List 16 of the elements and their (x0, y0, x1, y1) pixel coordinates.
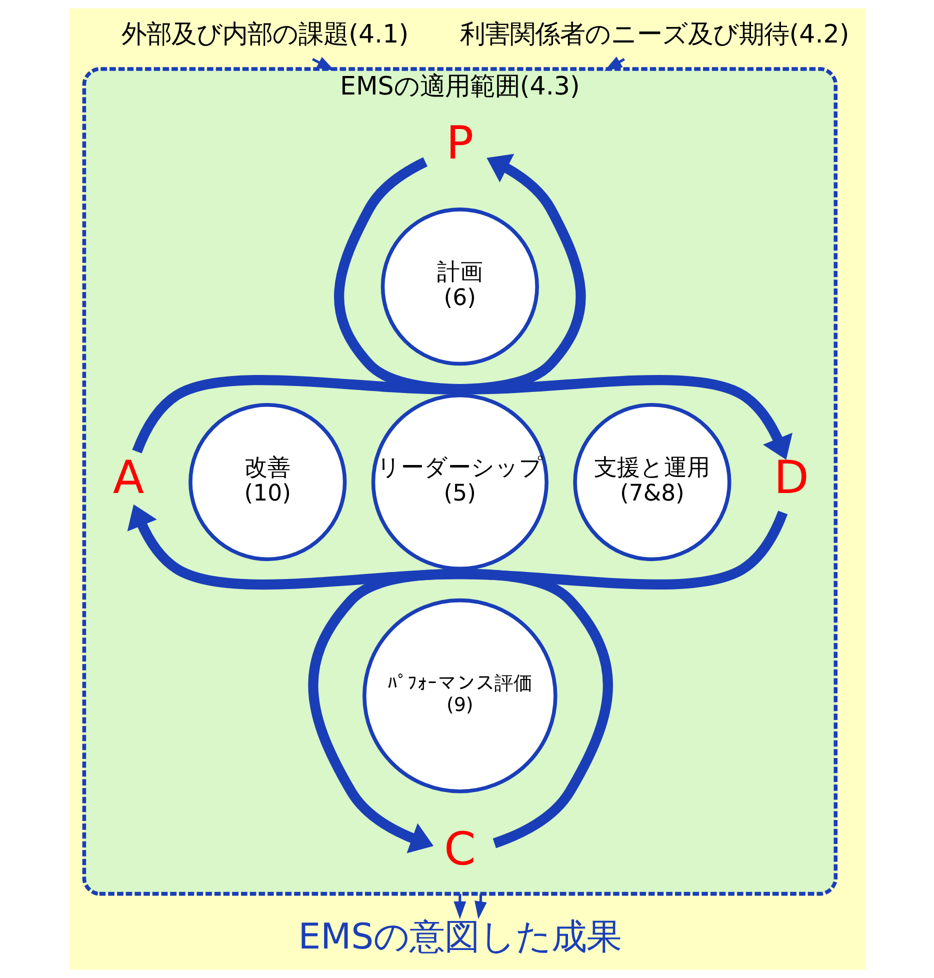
node-text: D (773, 451, 808, 504)
arrow (308, 510, 788, 854)
node-text: P (446, 116, 474, 170)
node-text: A (112, 451, 144, 504)
node-circle: ﾊﾟﾌｫｰマンス評価 (9) (362, 598, 557, 794)
node-circle: 計画 (6) (380, 208, 538, 366)
node-text: 外部及び内部の課題(4.1) (121, 19, 408, 48)
node-text: C (444, 822, 476, 876)
arrow (132, 154, 586, 454)
arrow (126, 504, 612, 848)
node-circle: 改善 (10) (188, 402, 346, 562)
arrow (334, 157, 792, 460)
node-text: EMSの意図した成果 (298, 916, 622, 958)
node-text: 利害関係者のニーズ及び期待(4.2) (460, 19, 849, 48)
node-circle: 支援と運用 (7&8) (572, 402, 731, 562)
node-circle: リーダーシップ (5) (370, 393, 548, 571)
